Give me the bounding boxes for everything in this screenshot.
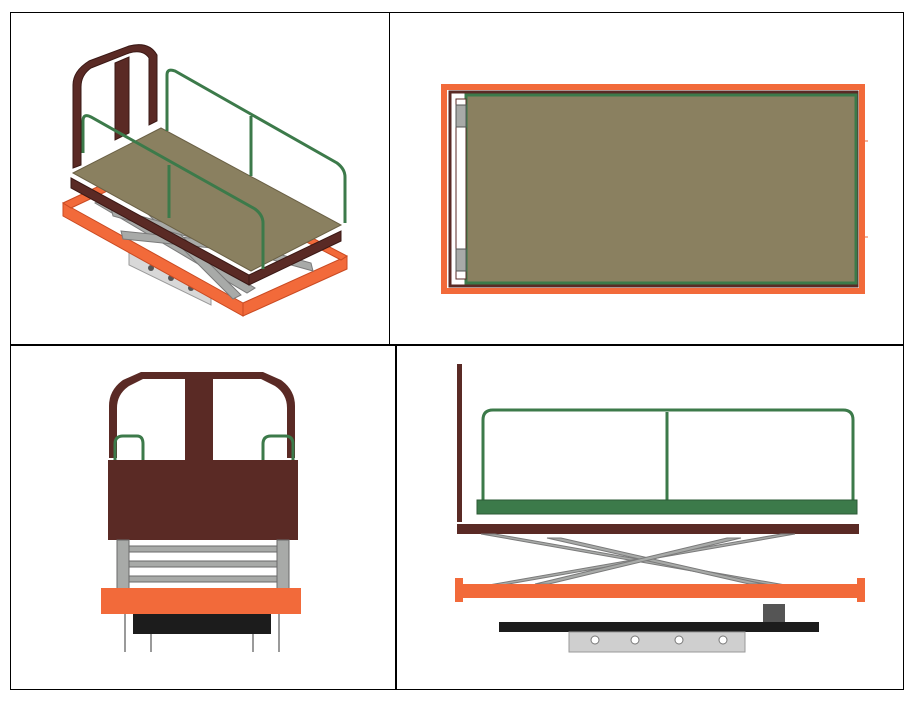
outer-border-top xyxy=(10,12,904,13)
base-frame-end-right xyxy=(857,578,865,602)
guardrails xyxy=(81,68,347,269)
base-frame-end-left xyxy=(455,578,463,602)
entry-gate xyxy=(72,44,158,169)
kick-plate xyxy=(476,499,858,515)
base-frame xyxy=(455,584,865,598)
wheel xyxy=(590,635,600,645)
guardrail-left xyxy=(113,434,145,462)
gate-hinges xyxy=(455,104,467,272)
scissor-column-right xyxy=(276,539,290,591)
isometric-view-drawing xyxy=(61,44,348,317)
scissor-arms xyxy=(116,539,290,591)
scissor-arm xyxy=(534,537,742,585)
scissor-column-left xyxy=(116,539,130,591)
platform-rail xyxy=(457,524,859,534)
top-view-panel xyxy=(390,13,903,344)
scissor-bar xyxy=(128,560,278,568)
guardrail xyxy=(481,408,855,504)
gate-frame xyxy=(72,44,158,169)
undercarriage xyxy=(133,614,271,634)
scissor-bar xyxy=(128,545,278,553)
scissor-arms xyxy=(480,533,796,587)
hinge xyxy=(455,248,467,272)
wheel xyxy=(674,635,684,645)
gate-post xyxy=(457,364,462,522)
platform-deck xyxy=(71,127,343,272)
undercarriage xyxy=(499,622,819,632)
platform-rail-right xyxy=(248,230,342,286)
platform-deck xyxy=(466,95,856,283)
hinge xyxy=(455,104,467,128)
gate-frame xyxy=(109,372,295,458)
top-view-drawing xyxy=(441,84,868,294)
gate-center-post xyxy=(185,373,213,463)
front-view-drawing xyxy=(101,372,301,652)
hitch-bracket xyxy=(763,604,785,622)
scissor-bar xyxy=(128,575,278,583)
front-view-panel xyxy=(11,346,395,688)
side-view-drawing xyxy=(455,364,865,653)
gate-panel xyxy=(114,56,130,141)
wheel-block xyxy=(568,631,746,653)
wheel xyxy=(718,635,728,645)
divider-horizontal xyxy=(10,344,904,346)
platform-body xyxy=(108,460,298,540)
wheel xyxy=(148,265,154,271)
outer-border-left xyxy=(10,12,11,690)
platform-frame xyxy=(70,177,342,286)
isometric-view-panel xyxy=(11,13,389,344)
gate-strip xyxy=(455,98,467,280)
base-frame-outline xyxy=(441,84,865,294)
base-frame xyxy=(101,588,301,614)
guardrail-front xyxy=(81,114,265,269)
guardrail-back xyxy=(165,68,347,223)
base-rail-right xyxy=(242,255,348,317)
outer-border-bottom xyxy=(10,689,904,690)
guardrail-right xyxy=(261,434,295,462)
wheel xyxy=(630,635,640,645)
side-view-panel xyxy=(397,346,903,688)
divider-vertical-bottom xyxy=(395,345,397,690)
outer-border-right xyxy=(903,12,904,690)
